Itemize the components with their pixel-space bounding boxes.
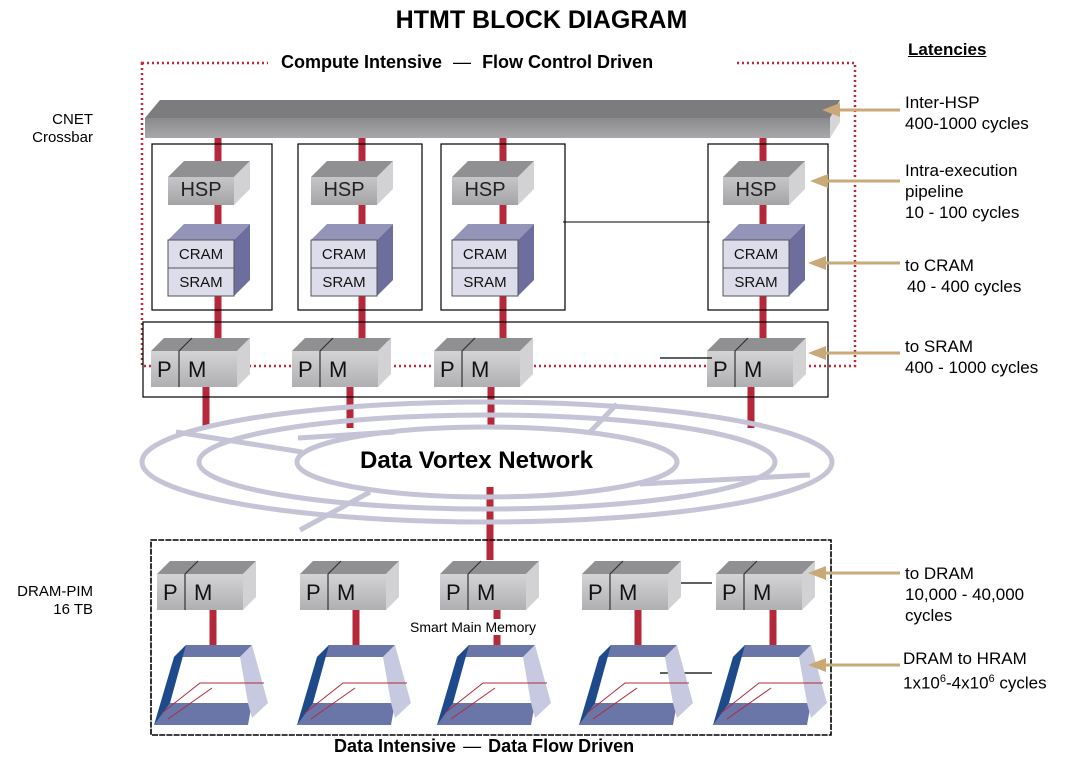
dram-p-label-0: P <box>163 580 178 605</box>
compute-pm-block-3 <box>707 337 806 387</box>
latency-arrows <box>808 103 900 672</box>
latency-intra-execution: Intra-execution pipeline 10 - 100 cycles <box>905 161 1020 222</box>
hsp-block-1 <box>311 161 393 205</box>
hsp-cluster-box-0 <box>151 143 273 311</box>
sram-label-1: SRAM <box>322 274 366 291</box>
hsp-label-2: HSP <box>464 179 506 201</box>
compute-p-label-3: P <box>713 357 728 382</box>
compute-m-label-1: M <box>329 357 348 382</box>
cram-label-1: CRAM <box>321 246 367 263</box>
compute-p-label-0: P <box>157 357 172 382</box>
data-vortex-rings <box>139 399 835 533</box>
cram-label-3: CRAM <box>733 246 779 263</box>
latency-to-dram: to DRAM 10,000 - 40,000 cycles <box>905 564 1025 625</box>
dram-pim-label: DRAM-PIM 16 TB <box>17 583 93 618</box>
compute-m-label-0: M <box>188 357 207 382</box>
latency-arrow-4 <box>808 566 900 580</box>
dram-m-label-2: M <box>477 580 496 605</box>
cram-sram-block-0 <box>167 224 250 297</box>
cram-sram-block-2 <box>451 224 534 297</box>
hram-block-4 <box>713 645 827 725</box>
dram-pm-block-0 <box>157 560 256 610</box>
latency-arrow-5 <box>808 658 900 672</box>
compute-p-label-1: P <box>298 357 313 382</box>
hsp-cluster-box-1 <box>297 143 423 311</box>
dram-p-label-3: P <box>588 580 603 605</box>
latency-inter-hsp: Inter-HSP 400-1000 cycles <box>905 93 1029 133</box>
cram-sram-block-3 <box>722 224 805 297</box>
dram-region-outline <box>150 539 832 736</box>
data-vortex-network-label: Data Vortex Network <box>358 447 595 475</box>
hsp-block-3 <box>723 161 805 205</box>
dram-m-label-3: M <box>619 580 638 605</box>
dram-pm-block-3 <box>582 560 681 610</box>
compute-p-label-2: P <box>440 357 455 382</box>
dram-m-label-4: M <box>753 580 772 605</box>
cnet-crossbar <box>145 100 840 138</box>
latency-arrow-3 <box>808 346 900 360</box>
latency-arrow-2 <box>808 256 900 270</box>
dram-m-label-1: M <box>337 580 356 605</box>
cram-sram-block-1 <box>310 224 393 297</box>
pm-row-outline <box>142 321 829 398</box>
latency-dram-to-hram: DRAM to HRAM 1x106-4x106 cycles <box>903 649 1047 693</box>
latency-to-sram: to SRAM 400 - 1000 cycles <box>905 337 1039 377</box>
hsp-label-0: HSP <box>180 179 222 201</box>
hram-block-0 <box>154 645 268 725</box>
compute-intensive-label: Compute Intensive — Flow Control Driven <box>281 52 654 72</box>
dram-pm-block-4 <box>716 560 815 610</box>
cram-label-0: CRAM <box>178 246 224 263</box>
hsp-clusters <box>151 143 829 387</box>
sram-label-0: SRAM <box>179 274 223 291</box>
hram-block-3 <box>579 645 693 725</box>
hsp-block-0 <box>168 161 250 205</box>
smart-main-memory-label: Smart Main Memory <box>410 619 537 635</box>
hram-block-1 <box>297 645 411 725</box>
compute-pm-block-1 <box>292 337 391 387</box>
cnet-crossbar-label: CNET Crossbar <box>32 111 93 146</box>
compute-m-label-2: M <box>471 357 490 382</box>
dram-p-label-2: P <box>446 580 461 605</box>
dram-pm-block-1 <box>300 560 399 610</box>
sram-label-2: SRAM <box>463 274 507 291</box>
dram-p-label-1: P <box>306 580 321 605</box>
compute-pm-block-2 <box>434 337 533 387</box>
latencies-heading: Latencies <box>908 40 987 59</box>
dram-m-label-0: M <box>194 580 213 605</box>
dram-p-label-4: P <box>722 580 737 605</box>
compute-m-label-3: M <box>744 357 763 382</box>
sram-label-3: SRAM <box>734 274 778 291</box>
latency-to-cram: to CRAM 40 - 400 cycles <box>905 256 1022 296</box>
hsp-label-1: HSP <box>323 179 365 201</box>
hsp-label-3: HSP <box>735 179 777 201</box>
latency-arrow-0 <box>822 103 900 117</box>
hsp-block-2 <box>452 161 534 205</box>
dram-pm-block-2 <box>440 560 539 610</box>
latency-arrow-1 <box>810 174 900 188</box>
hsp-cluster-box-3 <box>707 143 829 311</box>
dram-pim-nodes <box>154 560 827 725</box>
hram-block-2 <box>437 645 551 725</box>
compute-pm-block-0 <box>151 337 250 387</box>
cram-label-2: CRAM <box>462 246 508 263</box>
diagram-title: HTMT BLOCK DIAGRAM <box>395 6 688 34</box>
data-intensive-label: Data Intensive — Data Flow Driven <box>330 736 639 757</box>
hsp-cluster-box-2 <box>440 143 566 311</box>
